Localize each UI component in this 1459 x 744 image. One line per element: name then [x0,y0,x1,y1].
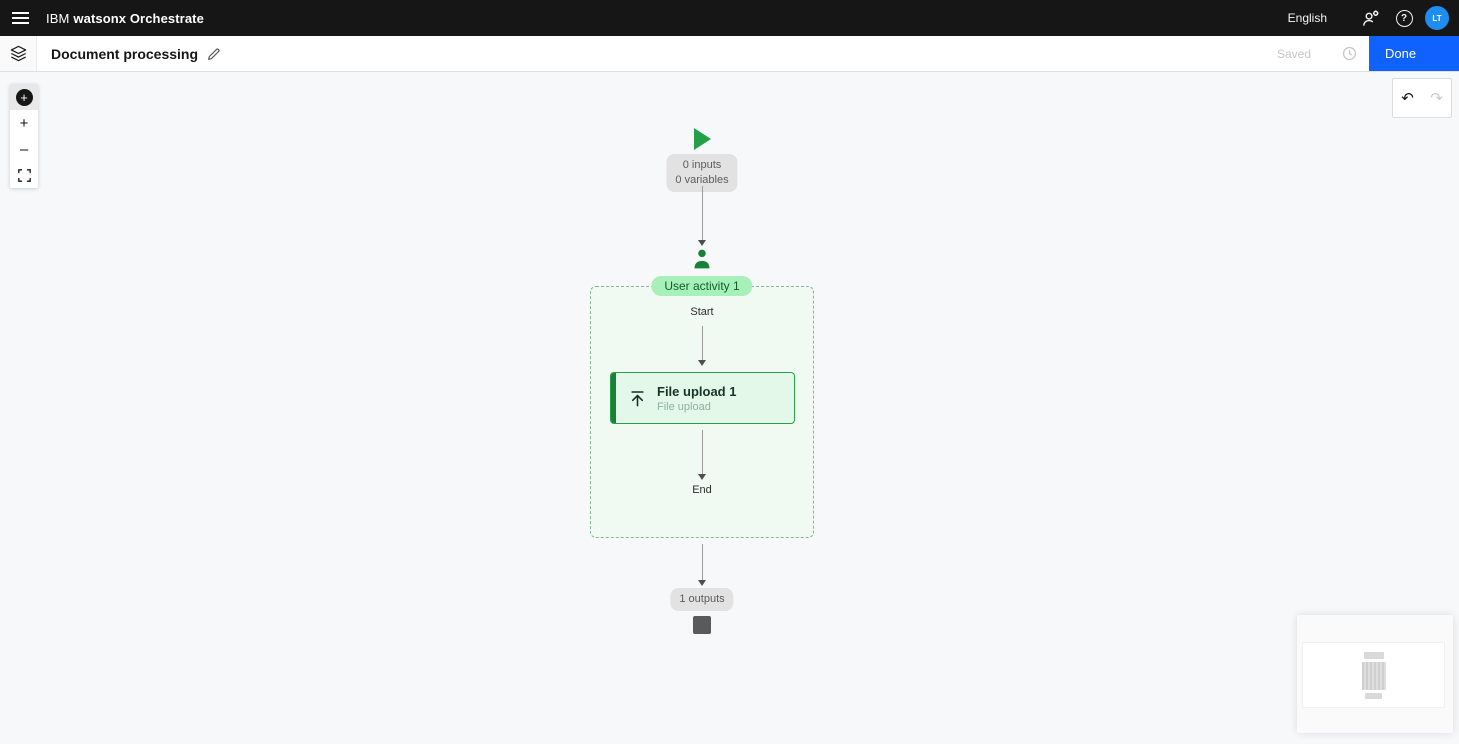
help-button[interactable]: ? [1387,0,1421,36]
file-upload-node[interactable]: File upload 1 File upload [610,372,795,424]
node-texts: File upload 1 File upload [657,384,736,413]
zoom-in-button[interactable]: + [10,110,38,136]
minimap-node [1363,651,1384,659]
user-settings-icon [1362,10,1378,26]
done-button[interactable]: Done [1369,36,1459,71]
fit-to-screen-button[interactable] [10,162,38,188]
canvas-zoom-toolbar: + + – [10,84,38,188]
flow-toolbar: Document processing Saved Done [0,36,1459,72]
person-icon [694,249,710,269]
connector-line [702,544,703,580]
brand-prefix: IBM [46,10,70,26]
user-activity-node[interactable] [692,248,712,275]
user-activity-label[interactable]: User activity 1 [651,276,753,296]
connector-arrowhead [698,580,706,586]
start-node-icon[interactable] [694,128,711,150]
add-node-button[interactable]: + [10,84,38,110]
flow-canvas[interactable]: + + – ↶ ↷ 0 inputs 0 variables User ac [0,72,1459,744]
node-title: File upload 1 [657,383,737,399]
saved-status: Saved [1276,46,1311,61]
outputs-badge[interactable]: 1 outputs [670,588,734,611]
connector-line [702,326,703,360]
activity-end-label: End [692,484,712,496]
minimap-node [1365,692,1382,699]
hamburger-menu-button[interactable] [0,0,40,36]
hamburger-icon [11,9,29,27]
language-selector[interactable]: English [1287,11,1327,25]
zoom-in-icon: + [19,114,29,132]
activity-start-label: Start [690,306,714,318]
connector-arrowhead [698,360,706,366]
brand-name: watsonx Orchestrate [73,10,204,26]
layers-icon [10,45,26,62]
variables-count: 0 variables [675,173,729,186]
upload-icon [631,390,644,406]
minimap-node [1361,661,1386,690]
edit-pencil-icon [208,47,220,60]
flow-title-wrap: Document processing [51,36,221,71]
end-node-icon[interactable] [693,616,711,634]
version-history-button[interactable] [1329,36,1369,71]
history-clock-icon [1342,46,1356,61]
layers-button[interactable] [0,36,37,71]
connector-arrowhead [698,240,706,246]
redo-button[interactable]: ↷ [1430,90,1443,107]
fit-to-screen-icon [17,168,31,182]
flow-title: Document processing [51,45,199,62]
connector-line [702,430,703,474]
undo-button[interactable]: ↶ [1401,90,1414,107]
inputs-variables-badge[interactable]: 0 inputs 0 variables [666,154,738,192]
user-settings-button[interactable] [1353,0,1387,36]
add-node-icon: + [15,88,33,106]
upload-icon-wrap [628,389,647,408]
connector-line [702,186,703,240]
undo-redo-panel: ↶ ↷ [1392,78,1452,118]
avatar[interactable]: LT [1425,6,1449,30]
header-actions: English ? LT [1288,0,1459,36]
minimap[interactable] [1297,615,1453,733]
node-accent-bar [611,373,616,423]
help-icon: ? [1395,9,1413,27]
toolbar-right: Saved Done [1259,36,1459,71]
connector-arrowhead [698,474,706,480]
inputs-count: 0 inputs [682,159,722,171]
zoom-out-button[interactable]: – [10,136,38,162]
minimap-viewport[interactable] [1302,642,1445,708]
edit-title-button[interactable] [207,47,221,61]
node-subtitle: File upload [657,400,711,413]
zoom-out-icon: – [19,140,29,158]
